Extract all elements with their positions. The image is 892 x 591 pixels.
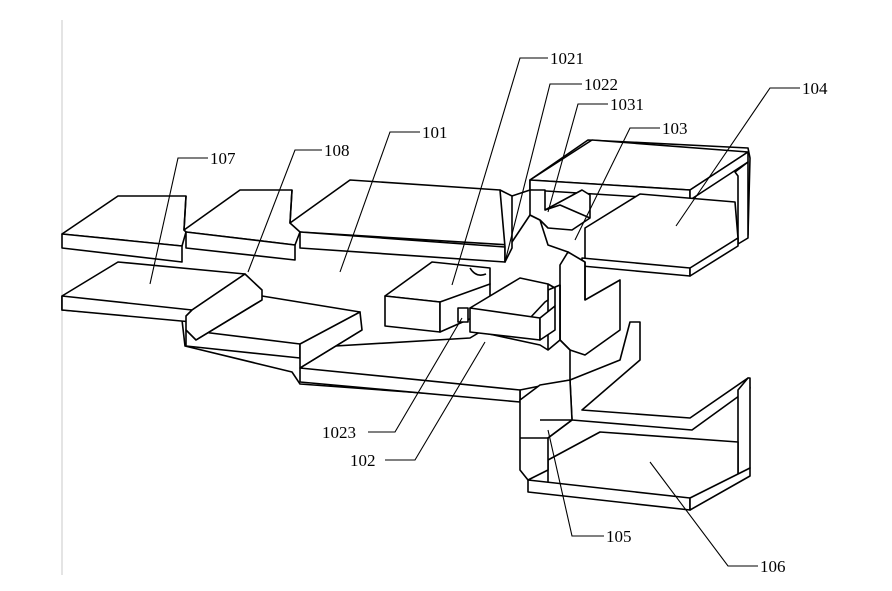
block-102-step [547, 283, 556, 306]
block-102-side [539, 305, 556, 341]
lower-step-edge-2 [299, 329, 363, 369]
block-1021-front [384, 295, 441, 333]
leader-104 [675, 87, 800, 227]
lower-tray-top [569, 321, 751, 431]
leader-108 [247, 149, 322, 273]
label-104: 104 [802, 79, 828, 98]
label-1023: 1023 [322, 423, 356, 442]
block-1021-notch [469, 267, 487, 276]
leader-lines [149, 57, 800, 567]
leader-107 [149, 157, 208, 285]
riser-107-108 [183, 195, 187, 233]
step-1031-edge [544, 204, 591, 219]
leader-102 [385, 341, 486, 461]
leader-106 [649, 461, 758, 567]
reference-labels: 1021 1022 1031 103 104 101 108 107 1023 … [210, 49, 828, 576]
lower-step-edge-1 [195, 299, 263, 341]
leader-1023 [368, 317, 463, 433]
leader-105 [547, 429, 604, 537]
box-106-side [689, 467, 751, 511]
leader-103 [574, 127, 660, 241]
riser-108-101 [289, 189, 301, 233]
box-104-inner-back [734, 161, 749, 245]
label-107: 107 [210, 149, 236, 168]
label-102: 102 [350, 451, 376, 470]
label-101: 101 [422, 123, 448, 142]
lower-stepped-layer [61, 261, 571, 403]
label-103: 103 [662, 119, 688, 138]
label-1021: 1021 [550, 49, 584, 68]
upper-step-108-front [185, 231, 296, 261]
label-1022: 1022 [584, 75, 618, 94]
box-104-floor-side [689, 237, 739, 277]
leader-1022 [504, 83, 582, 263]
leader-101 [339, 131, 420, 273]
leader-1021 [451, 57, 548, 286]
leader-1031 [547, 103, 608, 213]
upper-step-107-front [61, 233, 183, 263]
label-105: 105 [606, 527, 632, 546]
block-1023 [457, 307, 469, 323]
box-105-106 [519, 321, 751, 511]
label-108: 108 [324, 141, 350, 160]
label-1031: 1031 [610, 95, 644, 114]
column-105-edge [540, 419, 573, 439]
label-106: 106 [760, 557, 786, 576]
lower-tray-side [737, 377, 751, 477]
box-104 [529, 139, 749, 277]
center-block-102 [457, 277, 556, 341]
